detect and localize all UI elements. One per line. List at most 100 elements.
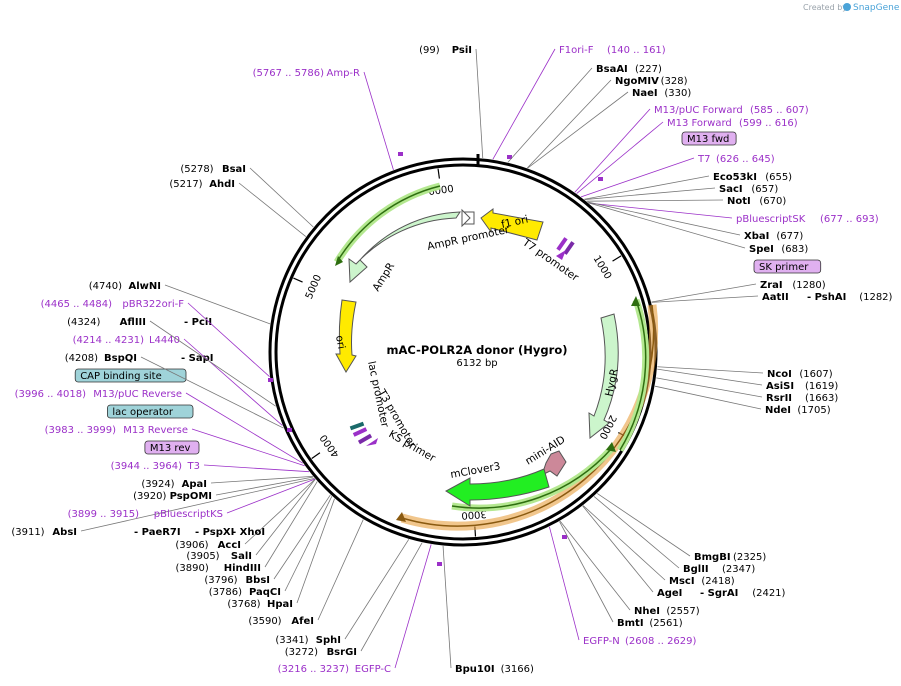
credit-text: Created by: [803, 3, 847, 12]
egfp-c-site[interactable]: [437, 562, 442, 566]
site-bmgbi[interactable]: BmgBI(2325): [597, 493, 766, 563]
site-nhei[interactable]: NheI(2557): [559, 520, 700, 617]
site-ncoi[interactable]: NcoI(1607): [657, 366, 833, 380]
site-egfp-c[interactable]: EGFP-C(3216 .. 3237): [278, 544, 432, 675]
ampr-promoter-arrow[interactable]: [461, 208, 471, 228]
site-pbluescriptsk[interactable]: pBluescriptSK(677 .. 693): [588, 202, 879, 225]
egfp-n-site[interactable]: [562, 535, 567, 539]
green-arc-lower[interactable]: [451, 447, 613, 509]
site-pcii[interactable]: - PciI: [184, 317, 212, 328]
site-pspxi[interactable]: - PspXI: [195, 527, 234, 538]
lac-operator-marker[interactable]: [349, 421, 365, 431]
t7-promoter-marker[interactable]: [556, 237, 568, 251]
site-afliii[interactable]: AflIII(4324): [67, 317, 276, 407]
site-f1ori-f[interactable]: F1ori-F(140 .. 161): [492, 45, 666, 160]
site-sapi[interactable]: - SapI: [181, 353, 213, 364]
site-noti[interactable]: NotI(670): [586, 196, 787, 207]
label-name: NcoI: [767, 369, 792, 380]
ks-primer-arrow[interactable]: [366, 438, 378, 446]
site-m13-forward[interactable]: M13 Forward(599 .. 616): [576, 118, 798, 194]
site-sgrai[interactable]: - SgrAI(2421): [700, 588, 786, 599]
site-saci[interactable]: SacI(657): [584, 184, 779, 200]
site-zrai[interactable]: ZraI(1280): [651, 280, 826, 303]
ampr-arrow[interactable]: [348, 211, 461, 284]
site-ngomiv[interactable]: NgoMIV(328): [527, 76, 688, 169]
site-bsaai[interactable]: BsaAI(227): [507, 64, 662, 163]
site-bsrgi[interactable]: BsrGI(3272): [285, 542, 423, 658]
site-amp-r[interactable]: Amp-R(5767 .. 5786): [253, 68, 394, 170]
mclover3-arrow[interactable]: [445, 468, 550, 507]
site-msci[interactable]: MscI(2418): [582, 505, 735, 587]
site-bsai[interactable]: BsaI(5278): [180, 164, 314, 228]
site-egfp-n[interactable]: EGFP-N(2608 .. 2629): [549, 526, 697, 647]
site-naei[interactable]: NaeI(330): [527, 88, 692, 169]
site-m13-rev[interactable]: M13 rev: [144, 440, 200, 455]
site-rsrii[interactable]: RsrII(1663): [656, 377, 838, 404]
site-asisi[interactable]: AsiSI(1619): [657, 368, 838, 392]
lac-region-markers[interactable]: [349, 421, 378, 446]
site-m13-puc-reverse[interactable]: M13/pUC Reverse(3996 .. 4018): [15, 389, 303, 464]
ori-arrow[interactable]: [335, 299, 357, 373]
site-eco53ki[interactable]: Eco53kI(655): [584, 172, 792, 200]
site-xbai[interactable]: XbaI(677): [587, 201, 804, 242]
f1-ori-arrow[interactable]: [480, 208, 544, 241]
site-xhoi[interactable]: - XhoI: [232, 527, 265, 538]
site-labels[interactable]: PsiI(99)F1ori-F(140 .. 161)BsaAI(227)Ngo…: [11, 45, 892, 675]
site-pbluescriptks[interactable]: pBluescriptKS(3899 .. 3915): [68, 478, 316, 520]
sk-primer-arrow[interactable]: [556, 250, 566, 260]
orf-arc-line[interactable]: [401, 304, 655, 527]
site-ndei[interactable]: NdeI(1705): [654, 385, 831, 416]
site-aatii[interactable]: AatII: [651, 292, 789, 303]
site-spei[interactable]: SpeI(683): [588, 202, 809, 255]
site-lac-operator[interactable]: lac operator: [107, 404, 194, 419]
site-afei[interactable]: AfeI(3590): [248, 519, 364, 627]
site-psii[interactable]: PsiI(99): [419, 45, 484, 159]
site-paer7i[interactable]: - PaeR7I: [134, 527, 181, 538]
site-pbr322ori-f[interactable]: pBR322ori-F(4465 .. 4484): [41, 299, 270, 378]
site-pshai[interactable]: - PshAI(1282): [807, 292, 893, 303]
site-hindiii[interactable]: HindIII(3890): [176, 481, 318, 574]
leader-line: [249, 167, 314, 228]
site-sali[interactable]: SalI(3905): [186, 479, 316, 562]
site-acci[interactable]: AccI(3906): [175, 478, 316, 551]
hygr-arrow[interactable]: [588, 313, 619, 440]
site-hpai[interactable]: HpaI(3768): [227, 498, 335, 610]
amp-r-site[interactable]: [398, 152, 403, 156]
green-arc-right[interactable]: [619, 299, 647, 451]
site-sk-primer[interactable]: SK primer: [753, 259, 822, 274]
site-l4440[interactable]: L4440(4214 .. 4231): [73, 335, 283, 426]
site-m13-puc-forward[interactable]: M13/pUC Forward(585 .. 607): [574, 105, 809, 193]
site-agei[interactable]: AgeI: [582, 505, 683, 599]
site-cap-binding-site[interactable]: CAP binding site: [74, 368, 187, 383]
site-bglii[interactable]: BglII(2347): [593, 496, 755, 575]
site-m13-fwd[interactable]: M13 fwd: [681, 131, 737, 146]
site-bbsi[interactable]: BbsI(3796): [204, 494, 331, 586]
label-name: ZraI: [760, 280, 783, 291]
site-bspqi[interactable]: BspQI(4208): [65, 353, 284, 429]
site-t3[interactable]: T3(3944 .. 3964): [111, 461, 310, 473]
f1ori-f-site[interactable]: [507, 155, 512, 159]
site-pspomi[interactable]: PspOMI(3920): [133, 476, 314, 502]
site-sphi[interactable]: SphI(3341): [275, 539, 410, 646]
site-apai[interactable]: ApaI(3924): [141, 475, 313, 490]
ks-primer-marker[interactable]: [357, 433, 373, 445]
site-paqci[interactable]: PaqCI(3786): [209, 496, 333, 598]
site-m13-reverse[interactable]: M13 Reverse(3983 .. 3999): [45, 425, 305, 467]
site-t7[interactable]: T7(626 .. 645): [580, 154, 775, 198]
tick-1000: [612, 255, 622, 262]
mini-aid-arrow[interactable]: [541, 450, 567, 477]
t7-region-markers[interactable]: [556, 237, 575, 260]
l4440-site[interactable]: [287, 428, 292, 432]
site-absi[interactable]: AbsI(3911): [11, 477, 315, 538]
site-bpu10i[interactable]: Bpu10I(3166): [442, 545, 534, 675]
features[interactable]: [268, 152, 659, 566]
t3-promoter-marker[interactable]: [352, 427, 368, 437]
green-arc-upper[interactable]: [336, 185, 441, 263]
m13-forward-site[interactable]: [598, 177, 603, 181]
site-ahdi[interactable]: AhdI(5217): [169, 179, 307, 237]
pbr322ori-f-site[interactable]: [268, 378, 273, 382]
site-bmti[interactable]: BmtI(2561): [559, 521, 683, 629]
site-alwni[interactable]: AlwNI(4740): [89, 281, 271, 325]
sk-primer-marker[interactable]: [563, 241, 575, 255]
